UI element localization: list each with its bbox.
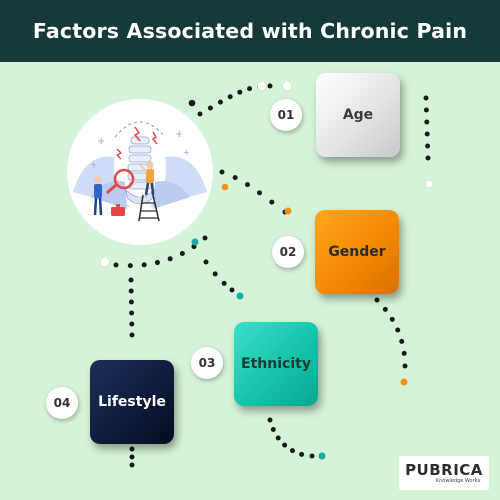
connector-dot <box>129 446 135 452</box>
factor-card-ethnicity: Ethnicity <box>234 322 318 406</box>
pubrica-logo: PUBRICA Knowledge Works <box>399 456 489 490</box>
connector-dot <box>202 235 208 241</box>
connector-dot <box>267 417 273 423</box>
connector-dot <box>269 199 275 205</box>
connector-dot <box>267 83 273 89</box>
connector-dot <box>275 435 281 441</box>
connector-dot <box>129 462 135 468</box>
header-bar: Factors Associated with Chronic Pain <box>0 0 500 62</box>
svg-text:+: + <box>183 148 190 157</box>
connector-dot <box>424 119 430 125</box>
connector-dot <box>425 143 431 149</box>
connector-end-dot <box>424 179 434 189</box>
connector-dot <box>382 306 388 312</box>
connector-end-dot <box>236 292 244 300</box>
factor-number-04: 04 <box>46 387 78 419</box>
connector-dot <box>423 107 429 113</box>
connector-dot <box>227 94 233 100</box>
connector-dot <box>282 442 288 448</box>
connector-end-dot <box>400 378 408 386</box>
connector-dot <box>179 250 185 256</box>
factor-label-gender: Gender <box>328 244 386 260</box>
connector-end-dot <box>221 183 229 191</box>
connector-dot <box>401 350 407 356</box>
connector-dot <box>167 256 173 262</box>
factor-label-age: Age <box>342 107 374 123</box>
connector-dot <box>289 448 295 454</box>
page-title: Factors Associated with Chronic Pain <box>32 19 468 43</box>
factor-number-02: 02 <box>272 236 304 268</box>
connector-dot <box>128 299 134 305</box>
connector-dot <box>129 454 135 460</box>
factor-card-lifestyle: Lifestyle <box>90 360 174 444</box>
connector-dot <box>389 316 395 322</box>
connector-dot <box>113 262 119 268</box>
connector-dot <box>402 363 408 369</box>
spine-checkup-illustration-icon: + + + + <box>67 99 213 245</box>
connector-end-dot <box>318 452 326 460</box>
connector-dot <box>299 451 305 457</box>
connector-dot <box>219 169 225 175</box>
connector-dot <box>229 287 235 293</box>
svg-text:+: + <box>175 129 183 140</box>
svg-text:+: + <box>90 160 97 169</box>
connector-dot <box>217 99 223 105</box>
connector-dot <box>207 105 213 111</box>
connector-dot <box>221 280 227 286</box>
connector-dot <box>203 259 209 265</box>
connector-dot <box>129 310 135 316</box>
factor-number-01: 01 <box>270 99 302 131</box>
connector-dot <box>128 288 134 294</box>
connector-dot <box>423 95 429 101</box>
factor-card-gender: Gender <box>315 210 399 294</box>
connector-dot <box>232 175 238 181</box>
connector-dot <box>141 262 147 268</box>
logo-wordmark: PUBRICA <box>405 460 483 479</box>
connector-dot <box>129 332 135 338</box>
factor-number-03: 03 <box>191 347 223 379</box>
connector-dot <box>127 263 133 269</box>
connector-dot <box>247 86 253 92</box>
connector-dot <box>197 111 203 117</box>
connector-end-dot <box>188 99 196 107</box>
connector-dot <box>270 427 276 433</box>
connector-dot <box>425 155 431 161</box>
connector-end-dot <box>284 207 292 215</box>
connector-dot <box>154 260 160 266</box>
connector-dot <box>129 321 135 327</box>
connector-dot <box>309 453 315 459</box>
connector-dot <box>395 327 401 333</box>
connector-end-dot <box>100 257 110 267</box>
connector-dot <box>244 182 250 188</box>
connector-dot <box>237 89 243 95</box>
connector-dot <box>424 131 430 137</box>
connector-end-dot <box>191 238 199 246</box>
connector-end-dot <box>257 81 267 91</box>
connector-dot <box>399 338 405 344</box>
connector-end-dot <box>282 81 292 91</box>
connector-dot <box>374 297 380 303</box>
factor-label-ethnicity: Ethnicity <box>241 356 311 372</box>
factor-card-age: Age <box>316 73 400 157</box>
logo-tagline: Knowledge Works <box>435 477 481 484</box>
svg-text:+: + <box>97 136 105 147</box>
factor-label-lifestyle: Lifestyle <box>98 394 166 410</box>
connector-dot <box>212 271 218 277</box>
connector-dot <box>257 190 263 196</box>
connector-dot <box>128 277 134 283</box>
